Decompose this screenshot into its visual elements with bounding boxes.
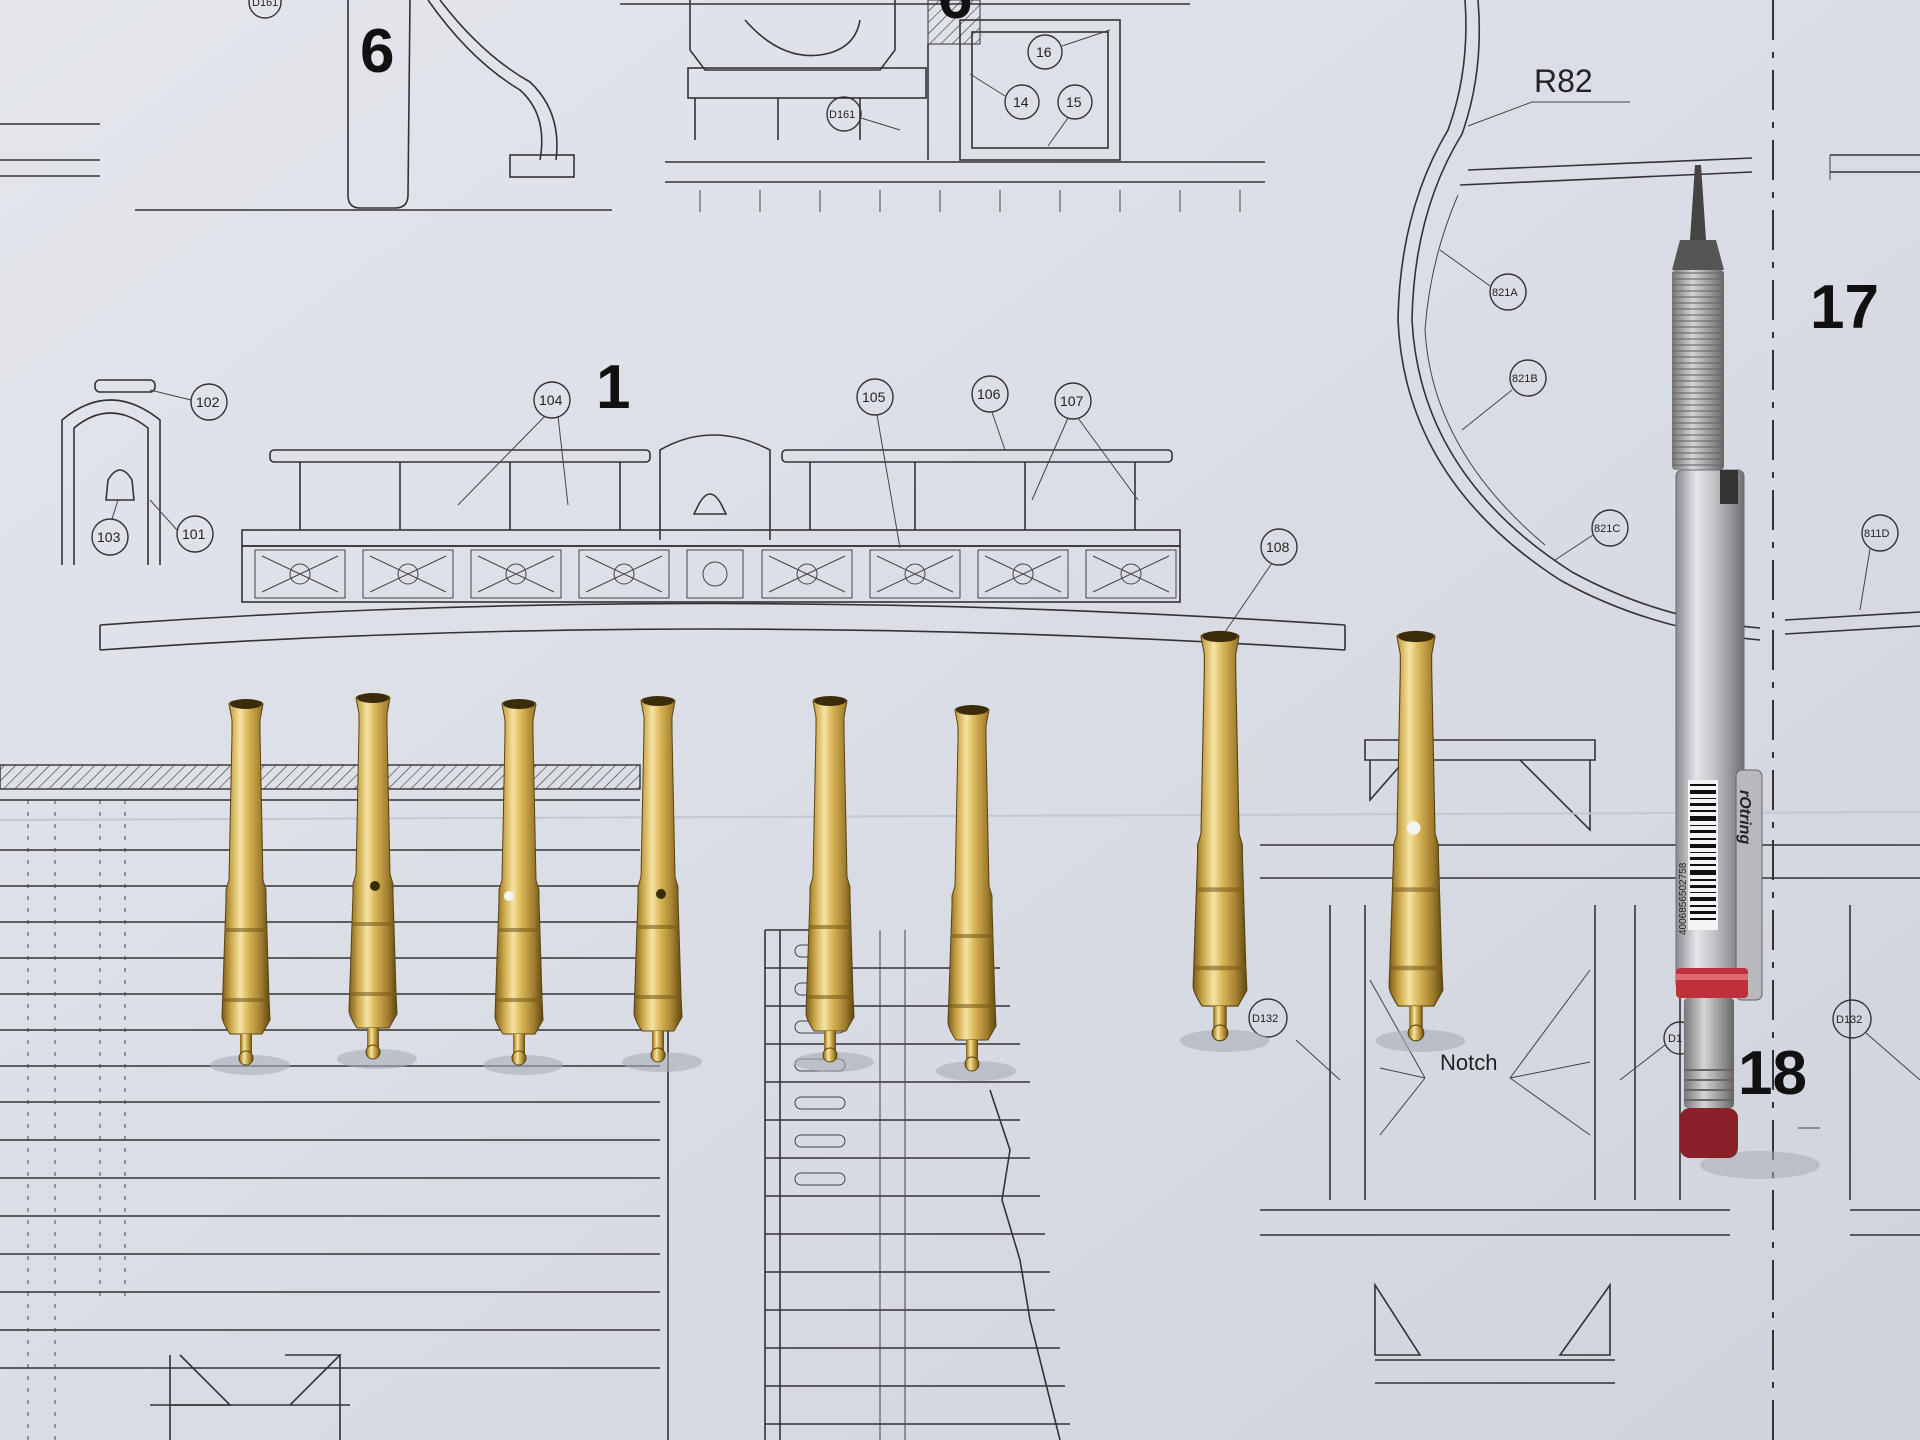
section-number-18: 18	[1738, 1039, 1807, 1108]
callout-821b: 821B	[1512, 373, 1538, 385]
cannon-barrel-1	[210, 699, 290, 1075]
cannon-barrel-8	[1375, 630, 1466, 1052]
callout-14: 14	[1013, 94, 1029, 110]
section-number-1: 1	[596, 353, 630, 422]
callout-821a: 821A	[1492, 287, 1518, 299]
radius-label: R82	[1534, 63, 1593, 99]
cannon-barrel-7	[1179, 630, 1270, 1052]
drawing-frame-notch	[1248, 739, 1920, 1384]
callout-108: 108	[1266, 539, 1290, 555]
callout-16: 16	[1036, 44, 1052, 60]
callout-d132-right: D132	[1836, 1014, 1862, 1026]
callout-102: 102	[196, 394, 220, 410]
drawing-top-right	[1397, 0, 1920, 1440]
callout-821c: 821C	[1594, 523, 1620, 535]
callout-d1: D1	[1668, 1033, 1682, 1045]
cannon-barrel-5	[794, 696, 874, 1072]
callout-d161-center: D161	[829, 109, 855, 121]
pencil-barcode-number: 4006856502758	[1678, 862, 1689, 935]
callout-105: 105	[862, 389, 886, 405]
section-number-6-left: 6	[360, 17, 394, 86]
callout-106: 106	[977, 386, 1001, 402]
drawing-railing	[61, 375, 1346, 651]
callout-107: 107	[1060, 393, 1084, 409]
cannon-barrel-2	[337, 693, 417, 1069]
cannon-barrel-4	[622, 696, 702, 1072]
callout-104: 104	[539, 392, 563, 408]
drawing-top-center	[620, 0, 1265, 212]
callout-15: 15	[1066, 94, 1082, 110]
cannon-barrels	[210, 630, 1466, 1081]
cannon-barrel-6	[936, 705, 1016, 1081]
cannon-barrel-3	[483, 699, 563, 1075]
callout-811d: 811D	[1864, 528, 1890, 540]
section-number-6-center: 6	[938, 0, 972, 32]
callout-d132-left: D132	[1252, 1013, 1278, 1025]
callout-101: 101	[182, 526, 206, 542]
pencil-barcode	[1688, 780, 1718, 930]
pencil-brand-text: rOtring	[1736, 790, 1753, 844]
section-number-17: 17	[1810, 273, 1879, 342]
drawing-top-left	[0, 0, 612, 211]
drawing-ladder	[764, 929, 1070, 1440]
notch-label: Notch	[1440, 1050, 1497, 1075]
callout-d161-top: D161	[252, 0, 278, 9]
mechanical-pencil: 4006856502758 rOtring	[1672, 165, 1820, 1179]
callout-103: 103	[97, 529, 121, 545]
